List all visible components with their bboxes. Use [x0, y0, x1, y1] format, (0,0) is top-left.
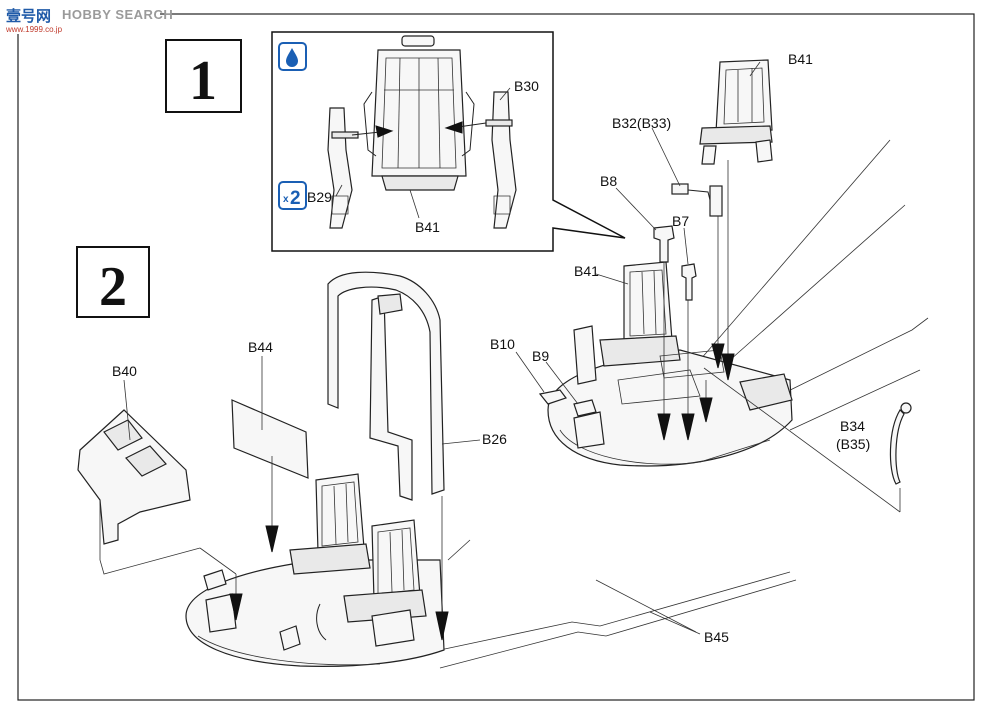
right-cockpit-assembly: B41 B32(B33) B8 B7 B41 B10 B9 B34 (B35) [490, 51, 929, 513]
watermark-brand-cn: 壹号网 [6, 7, 51, 25]
watermark: 壹号网 HOBBY SEARCH www.1999.co.jp [0, 0, 173, 34]
label-b8: B8 [600, 173, 617, 189]
rod-part-b34 [889, 409, 905, 485]
label-b34: B34 [840, 418, 865, 434]
seat-left [289, 473, 371, 575]
label-b45: B45 [704, 629, 729, 645]
panel-part-b44 [231, 399, 309, 479]
label-b41-inset: B41 [415, 219, 440, 235]
label-b10: B10 [490, 336, 515, 352]
step-1-number: 1 [189, 50, 217, 112]
quantity-value: 2 [290, 188, 301, 209]
arm-part-b30 [485, 91, 517, 229]
quantity-prefix: x [283, 194, 289, 205]
label-b44: B44 [248, 339, 273, 355]
watermark-brand-en: HOBBY SEARCH [62, 7, 173, 22]
page-border [17, 13, 975, 701]
label-b29: B29 [307, 189, 332, 205]
main-cockpit-assembly: B44 B40 B26 B45 [77, 271, 797, 669]
arm-part-b29 [327, 107, 359, 229]
seat-part-b41-inset [363, 35, 475, 191]
label-b30: B30 [514, 78, 539, 94]
seat-part-b41-top [699, 59, 773, 165]
panel-part-b40 [77, 409, 201, 575]
label-b40: B40 [112, 363, 137, 379]
pedal-part-b9 [573, 399, 597, 417]
inset-arrows [351, 121, 487, 138]
glue-drop-icon [278, 42, 307, 71]
label-b7: B7 [672, 213, 689, 229]
lever-part-b8 [653, 225, 675, 263]
step-1-marker: 1 [165, 39, 242, 113]
label-b26: B26 [482, 431, 507, 447]
pedal-part-b10 [538, 389, 567, 405]
step-1-inset: x 2 [271, 31, 626, 252]
lever-part-b7 [681, 263, 697, 301]
seat-part-b41-mid [573, 261, 681, 385]
label-b32: B32(B33) [612, 115, 671, 131]
step-2-number: 2 [99, 256, 127, 318]
frame-part-b26 [327, 271, 445, 501]
watermark-url: www.1999.co.jp [5, 25, 63, 34]
step-2-marker: 2 [76, 246, 150, 318]
label-b9: B9 [532, 348, 549, 364]
label-b41-mid: B41 [574, 263, 599, 279]
seat-right [343, 519, 427, 647]
quantity-x2-icon: x 2 [278, 181, 307, 210]
label-b41-top: B41 [788, 51, 813, 67]
label-b35: (B35) [836, 436, 870, 452]
stick-part-b32 [671, 183, 723, 217]
